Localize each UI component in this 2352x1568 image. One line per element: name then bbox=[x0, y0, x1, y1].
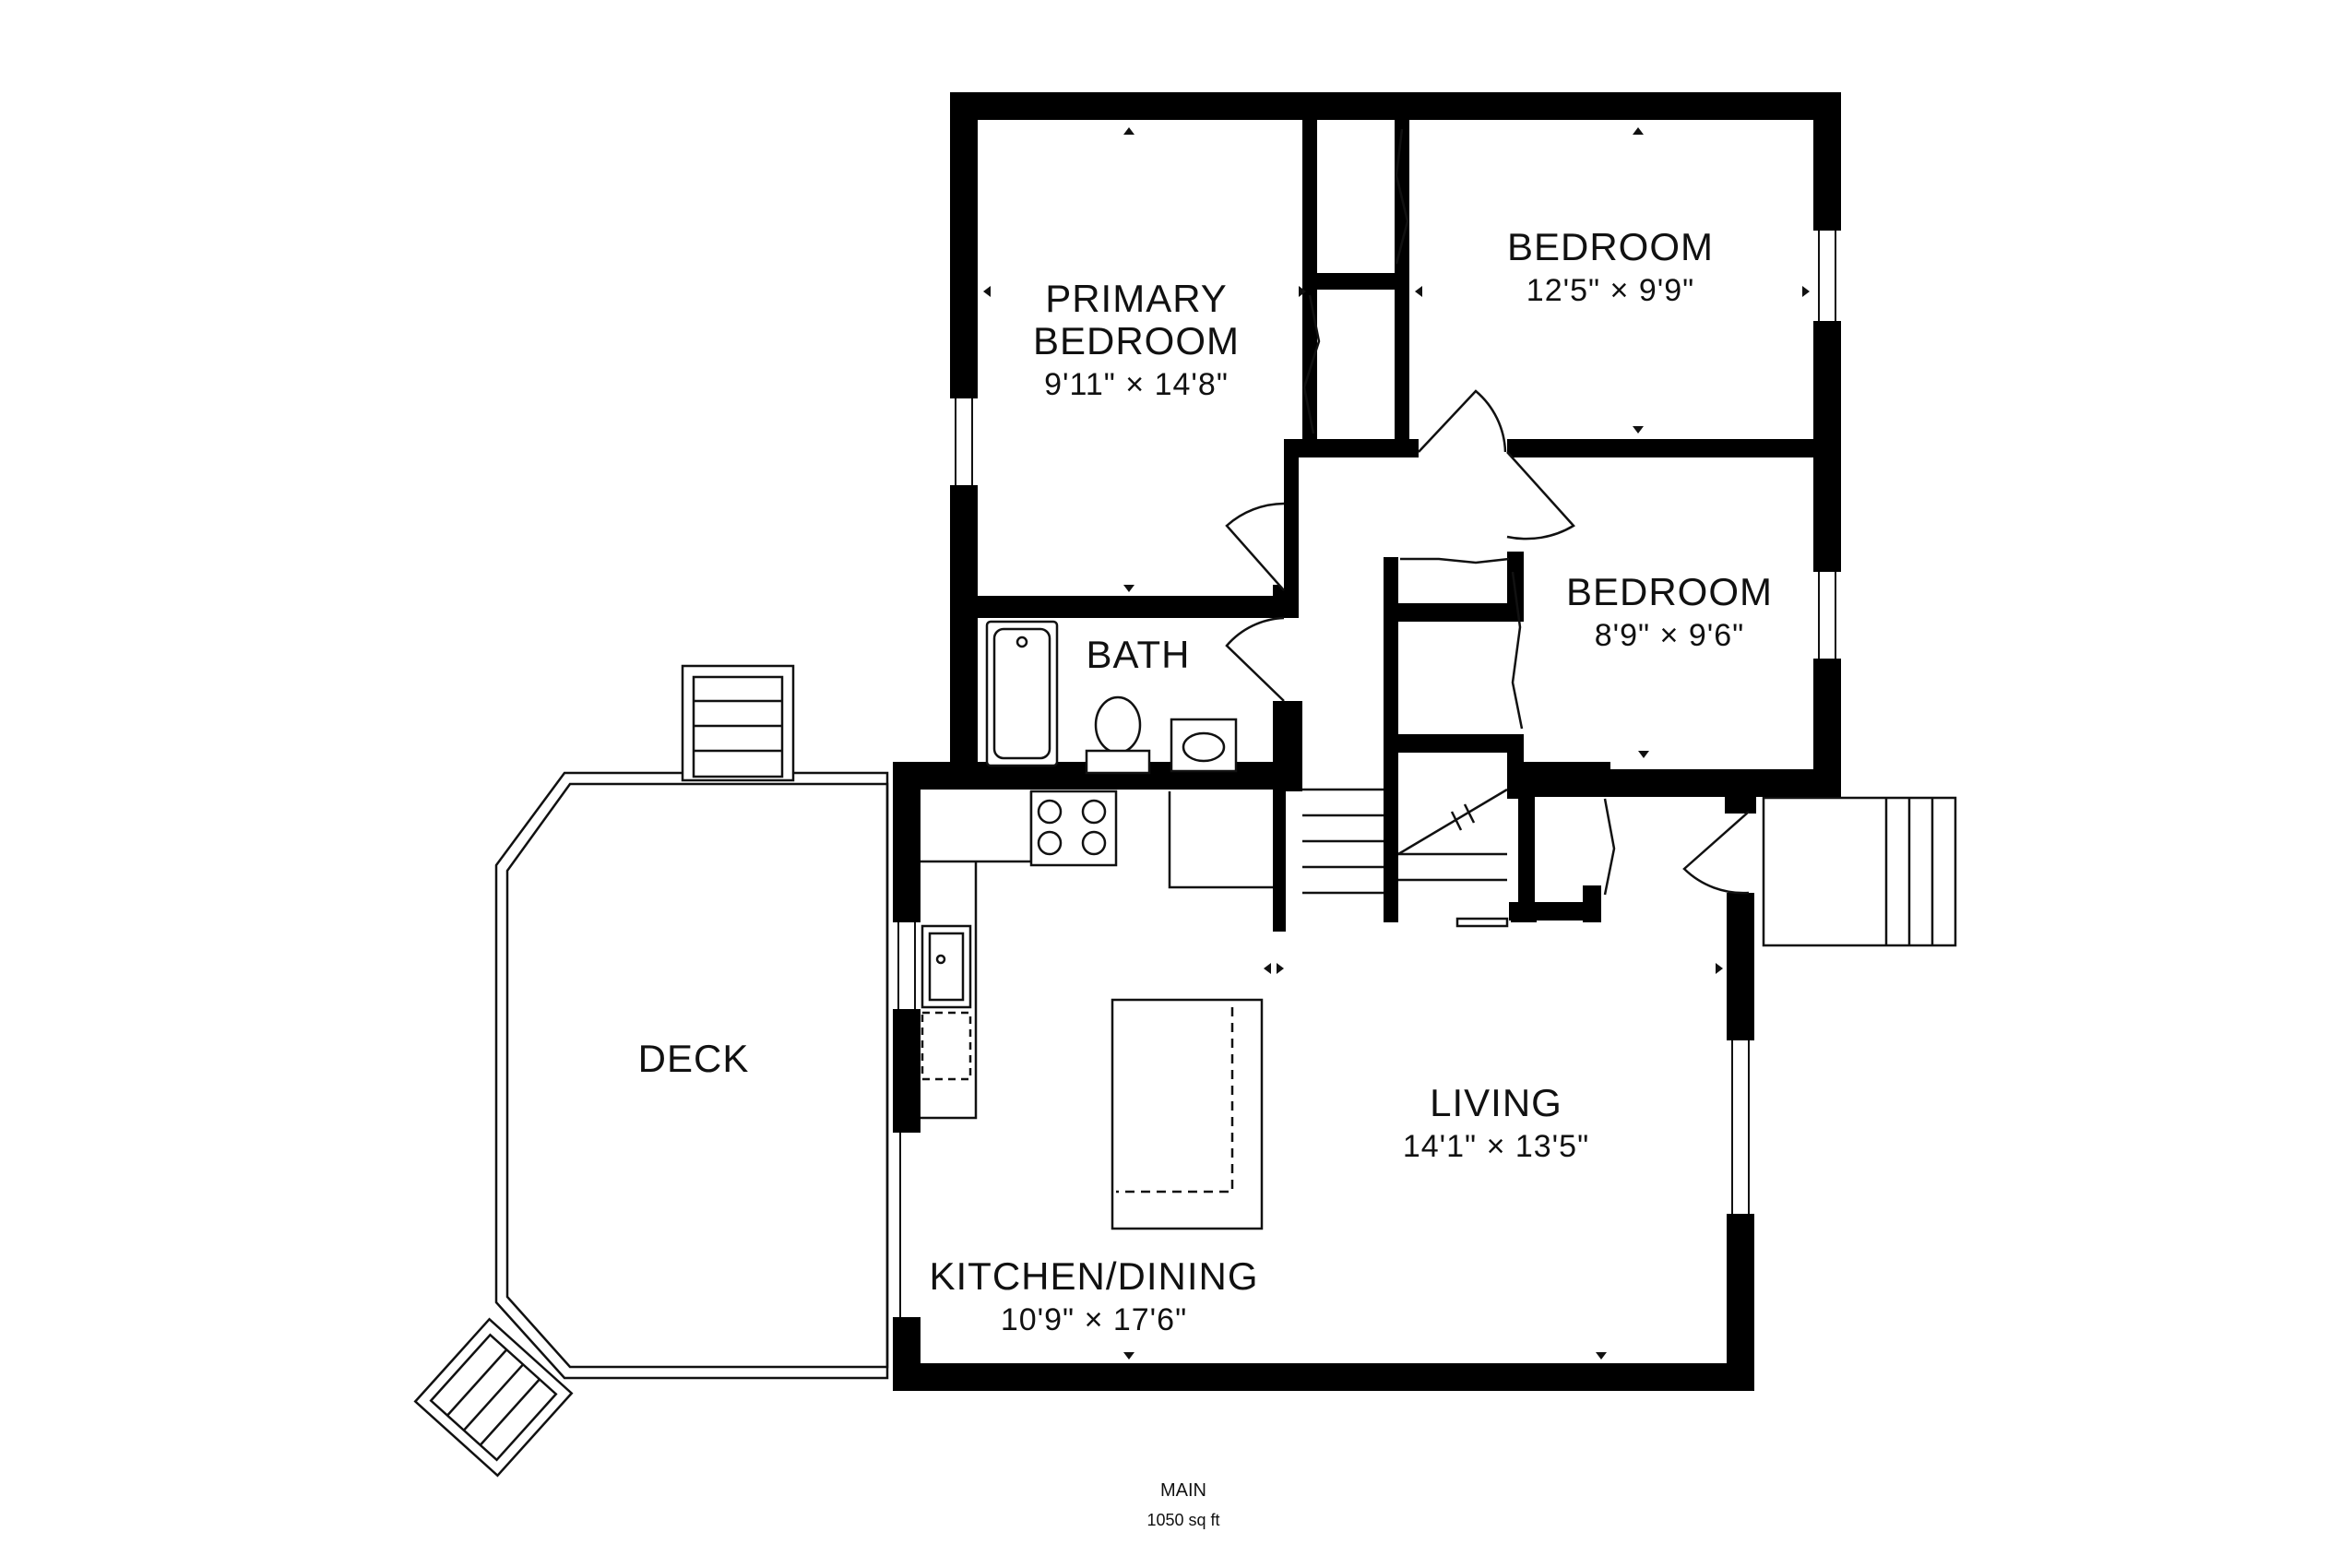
primary-bedroom-label-1: PRIMARY bbox=[1045, 277, 1228, 320]
doors bbox=[1225, 389, 1750, 895]
walls bbox=[893, 92, 1841, 1391]
windows bbox=[897, 231, 1836, 1317]
bedroom-2-label: BEDROOM bbox=[1566, 570, 1773, 613]
bedroom-2-dims: 8'9" × 9'6" bbox=[1595, 618, 1745, 653]
deck-label: DECK bbox=[638, 1037, 750, 1080]
floor-area: 1050 sq ft bbox=[1146, 1511, 1219, 1529]
deck bbox=[494, 771, 889, 1380]
kitchen-dining-dims: 10'9" × 17'6" bbox=[1001, 1302, 1187, 1337]
deck-stairs-top bbox=[681, 664, 795, 782]
dimension-markers bbox=[983, 127, 1810, 1360]
kitchen-fixtures bbox=[921, 790, 1273, 1230]
bath-fixtures bbox=[985, 620, 1238, 775]
primary-bedroom-dims: 9'11" × 14'8" bbox=[1044, 367, 1229, 402]
interior-stairs bbox=[1302, 788, 1509, 928]
bath-label: BATH bbox=[1087, 633, 1191, 676]
bedroom-1-dims: 12'5" × 9'9" bbox=[1526, 273, 1694, 308]
living-label: LIVING bbox=[1430, 1081, 1562, 1124]
kitchen-dining-label: KITCHEN/DINING bbox=[929, 1254, 1258, 1298]
entry-stairs bbox=[1762, 796, 1957, 947]
bedroom-1-label: BEDROOM bbox=[1507, 225, 1714, 268]
primary-bedroom-label-2: BEDROOM bbox=[1033, 319, 1240, 362]
floor-name: MAIN bbox=[1160, 1480, 1206, 1501]
closet-doors bbox=[1302, 128, 1616, 896]
deck-stairs-corner bbox=[413, 1317, 574, 1478]
living-dims: 14'1" × 13'5" bbox=[1403, 1129, 1589, 1164]
